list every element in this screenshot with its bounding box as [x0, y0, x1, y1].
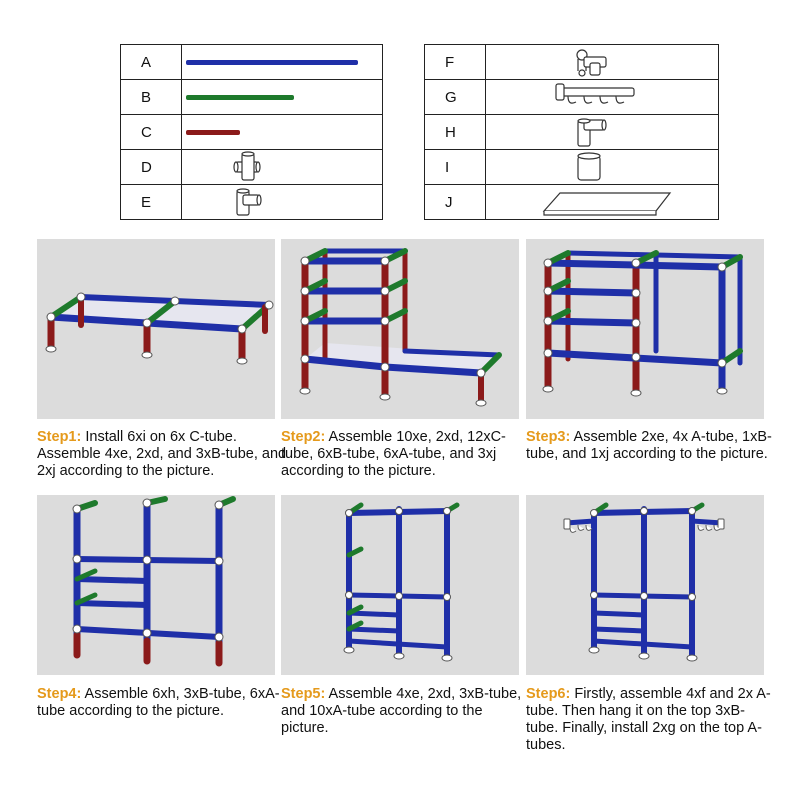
part-row-d: D	[120, 149, 383, 185]
part-letter: E	[120, 184, 182, 220]
part-letter: H	[424, 114, 486, 150]
tube-b-icon	[181, 79, 383, 115]
side-hook-connector-icon	[485, 44, 719, 80]
step-label: Step4:	[37, 686, 82, 702]
part-row-g: G	[424, 79, 719, 115]
step2-illustration	[281, 239, 519, 419]
parts-table-left: A B C D E	[120, 44, 383, 220]
step-label: Step3:	[526, 429, 571, 445]
tube-a-icon	[181, 44, 383, 80]
hanging-hook-bar-icon	[485, 79, 719, 115]
four-way-connector-icon	[181, 149, 383, 185]
part-row-i: I	[424, 149, 719, 185]
step-text: Install 6xi on 6x C-tube. Assemble 4xe, …	[37, 429, 287, 479]
part-letter: C	[120, 114, 182, 150]
step4-caption: Step4: Assemble 6xh, 3xB-tube, 6xA-tube …	[37, 686, 287, 720]
step1-caption: Step1: Install 6xi on 6x C-tube. Assembl…	[37, 429, 287, 480]
part-row-e: E	[120, 184, 383, 220]
part-letter: F	[424, 44, 486, 80]
part-row-b: B	[120, 79, 383, 115]
part-row-f: F	[424, 44, 719, 80]
step-text: Assemble 2xe, 4x A-tube, 1xB-tube, and 1…	[526, 429, 772, 462]
parts-table-right: F G H	[424, 44, 719, 220]
step-label: Step6:	[526, 686, 571, 702]
part-letter: I	[424, 149, 486, 185]
step-label: Step5:	[281, 686, 326, 702]
part-letter: B	[120, 79, 182, 115]
step6-illustration	[526, 495, 764, 675]
step-label: Step2:	[281, 429, 326, 445]
part-row-a: A	[120, 44, 383, 80]
foot-cap-icon	[485, 149, 719, 185]
three-way-connector-icon	[181, 184, 383, 220]
tee-connector-icon	[485, 114, 719, 150]
step3-caption: Step3: Assemble 2xe, 4x A-tube, 1xB-tube…	[526, 429, 776, 463]
shelf-sheet-icon	[485, 184, 719, 220]
step5-caption: Step5: Assemble 4xe, 2xd, 3xB-tube, and …	[281, 686, 531, 737]
part-row-j: J	[424, 184, 719, 220]
part-letter: A	[120, 44, 182, 80]
part-letter: G	[424, 79, 486, 115]
step-label: Step1:	[37, 429, 82, 445]
part-row-h: H	[424, 114, 719, 150]
step-text: Assemble 10xe, 2xd, 12xC-tube, 6xB-tube,…	[281, 429, 506, 479]
step4-illustration	[37, 495, 275, 675]
part-letter: J	[424, 184, 486, 220]
step3-illustration	[526, 239, 764, 419]
part-letter: D	[120, 149, 182, 185]
step5-illustration	[281, 495, 519, 675]
tube-c-icon	[181, 114, 383, 150]
part-row-c: C	[120, 114, 383, 150]
step2-caption: Step2: Assemble 10xe, 2xd, 12xC-tube, 6x…	[281, 429, 531, 480]
step1-illustration	[37, 239, 275, 419]
step-text: Assemble 4xe, 2xd, 3xB-tube, and 10xA-tu…	[281, 686, 522, 736]
step-text: Assemble 6xh, 3xB-tube, 6xA-tube accordi…	[37, 686, 280, 719]
step6-caption: Step6: Firstly, assemble 4xf and 2x A-tu…	[526, 686, 776, 754]
step-text: Firstly, assemble 4xf and 2x A-tube. The…	[526, 686, 771, 753]
